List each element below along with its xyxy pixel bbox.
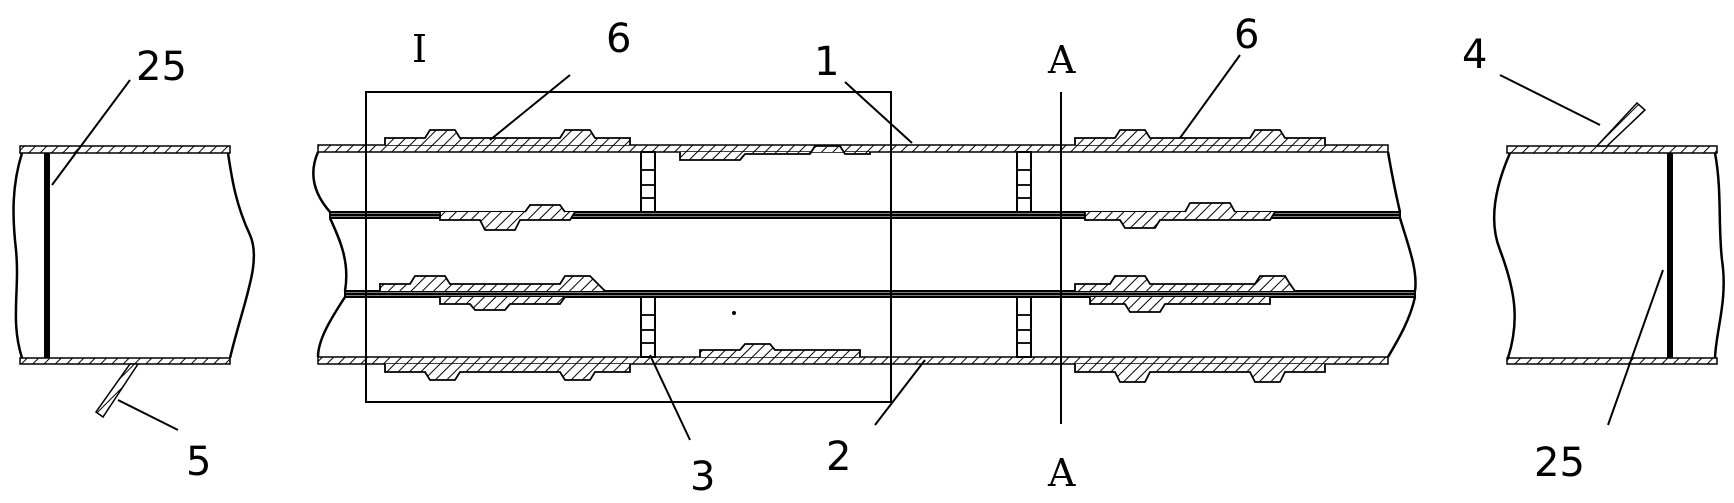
labels: 25 5 I 6 1 3 2 A A 6 4 25 xyxy=(136,12,1585,500)
label-part-5: 5 xyxy=(186,439,211,485)
fins-upper-tube-right xyxy=(1084,202,1276,229)
label-part-25-left: 25 xyxy=(136,44,187,90)
label-part-25-right: 25 xyxy=(1534,440,1585,486)
label-part-4: 4 xyxy=(1462,32,1487,78)
fins-6-top-right xyxy=(1074,129,1326,145)
fins-6-top-left xyxy=(384,129,871,161)
label-view-detail-I: I xyxy=(412,27,427,71)
label-part-6-left: 6 xyxy=(606,16,631,62)
left-end-cap xyxy=(12,145,256,419)
nozzle-4 xyxy=(1595,101,1647,147)
fins-upper-tube-left xyxy=(439,204,576,231)
detail-view-box-I xyxy=(365,91,892,403)
label-section-A-bottom: A xyxy=(1047,451,1076,495)
leader-lines xyxy=(51,54,1664,441)
support-right xyxy=(1016,151,1032,358)
partition-plate-25-right xyxy=(1667,153,1673,358)
tube-bundle xyxy=(312,129,1417,383)
support-3-left xyxy=(640,151,656,358)
label-part-3: 3 xyxy=(690,454,715,500)
right-end-cap xyxy=(1492,101,1725,365)
label-part-6-right: 6 xyxy=(1234,12,1259,58)
label-part-1: 1 xyxy=(814,39,839,85)
fins-6-bottom-right xyxy=(1074,364,1326,383)
fins-lower-tube-left xyxy=(379,275,606,311)
partition-plate-25-left xyxy=(44,153,50,358)
label-part-2: 2 xyxy=(826,434,851,480)
fins-lower-tube-right xyxy=(1074,275,1296,313)
nozzle-5 xyxy=(94,363,140,419)
label-section-A-top: A xyxy=(1047,38,1076,82)
fins-6-bottom-left xyxy=(384,343,861,381)
